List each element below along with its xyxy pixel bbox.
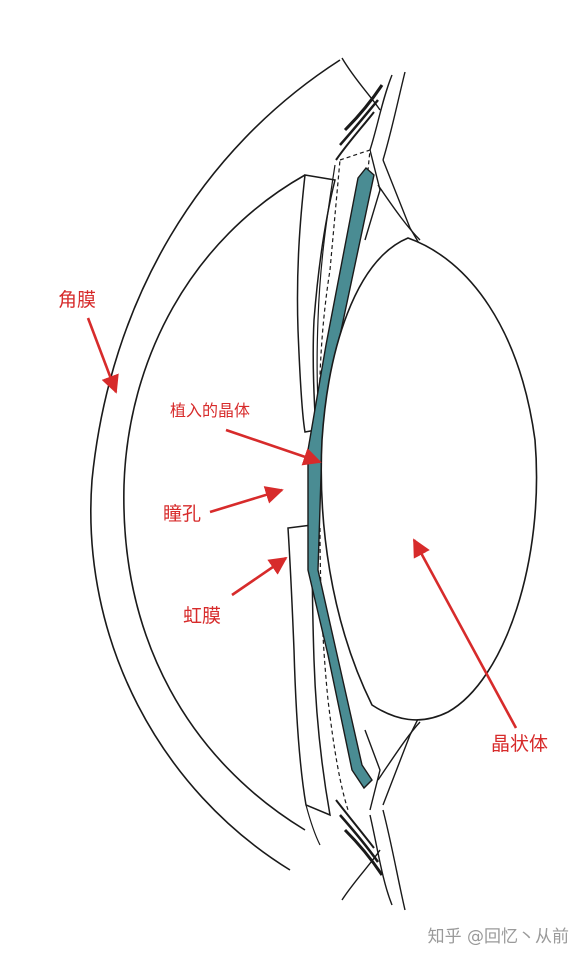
implanted-lens-arrow <box>225 428 322 466</box>
crystalline-lens-arrow <box>412 538 518 729</box>
watermark: 知乎 @回忆丶从前 <box>427 927 569 947</box>
annotation-arrows <box>86 317 518 729</box>
iris-lower <box>287 524 349 846</box>
cornea-arrow <box>86 317 119 394</box>
pupil-label: 瞳孔 <box>163 503 201 525</box>
ciliary-body-bottom <box>335 714 421 911</box>
crystalline-lens-shape <box>320 237 538 721</box>
crystalline-lens-label: 晶状体 <box>491 733 548 755</box>
iris-arrow <box>231 556 288 597</box>
implanted-lens-label: 植入的晶体 <box>170 401 250 420</box>
cornea-outer-edge <box>90 59 341 871</box>
cornea-inner-edge <box>123 174 306 831</box>
cornea <box>90 59 341 871</box>
iris-label: 虹膜 <box>183 605 221 627</box>
ciliary-body-top <box>335 57 421 246</box>
cornea-label: 角膜 <box>58 289 96 311</box>
pupil-arrow <box>209 486 284 514</box>
